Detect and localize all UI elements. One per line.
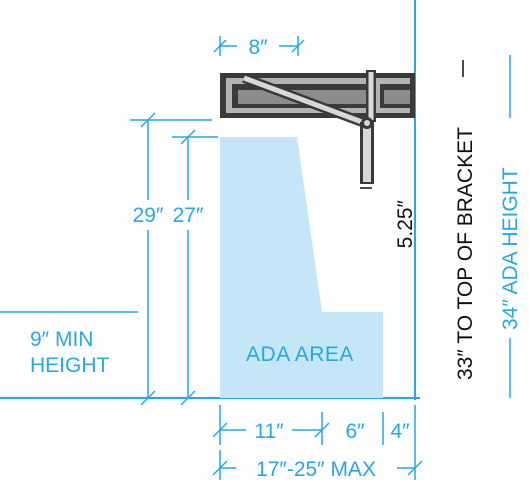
- dim-label-bracket-height: 33″ TO TOP OF BRACKET: [454, 127, 477, 380]
- dim-label-depth-a: 11″: [254, 420, 284, 443]
- dim-label-knee-outer: 29″: [133, 204, 164, 227]
- dim-label-ada-height: 34″ ADA HEIGHT: [499, 167, 522, 330]
- min-height-label-line1: 9″ MIN: [30, 328, 93, 351]
- dim-overall-depth: [212, 460, 423, 476]
- dim-label-overall-depth: 17″-25″ MAX: [256, 458, 376, 481]
- dim-label-top-width: 8″: [248, 36, 268, 59]
- dim-label-knee-inner: 27″: [173, 204, 204, 227]
- ada-area-region: [220, 137, 383, 398]
- dim-knee-inner: [172, 129, 218, 406]
- min-height-label-line2: HEIGHT: [30, 354, 110, 377]
- dim-label-depth-c: 4″: [390, 420, 410, 443]
- dim-label-depth-b: 6″: [345, 420, 365, 443]
- dim-knee-outer: [130, 112, 212, 406]
- dim-label-drop: 5.25″: [394, 199, 417, 248]
- ada-area-label: ADA AREA: [246, 343, 354, 366]
- bracket: [242, 70, 376, 184]
